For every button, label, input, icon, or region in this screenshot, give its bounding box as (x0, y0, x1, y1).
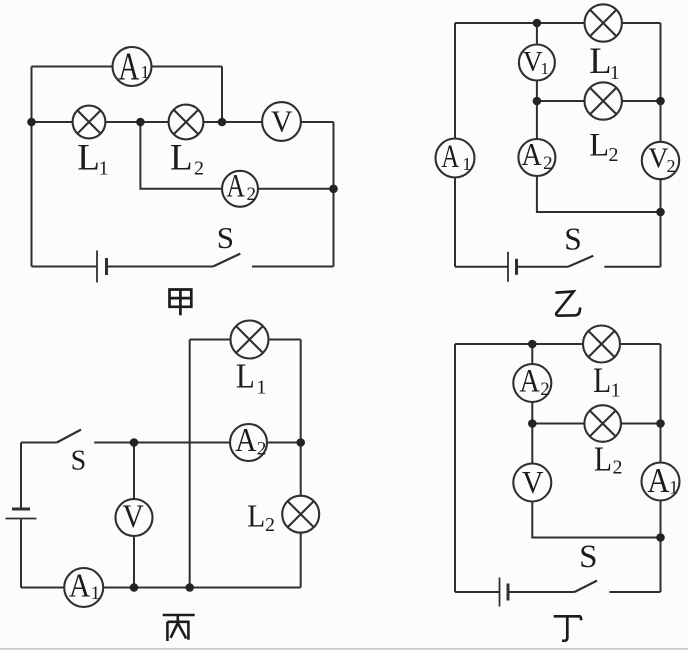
svg-text:L: L (589, 128, 609, 164)
svg-text:2: 2 (257, 439, 267, 460)
svg-text:1: 1 (99, 158, 109, 180)
svg-text:A: A (226, 168, 244, 204)
svg-text:1: 1 (611, 380, 621, 402)
svg-text:1: 1 (141, 62, 150, 82)
svg-text:1: 1 (610, 62, 620, 84)
svg-text:L: L (247, 498, 265, 534)
svg-text:S: S (564, 222, 582, 257)
svg-text:2: 2 (613, 457, 623, 479)
svg-text:L: L (589, 40, 611, 81)
svg-text:1: 1 (256, 377, 266, 399)
svg-text:L: L (77, 138, 100, 179)
svg-text:A: A (522, 136, 542, 172)
svg-text:V: V (648, 142, 668, 174)
svg-text:1: 1 (669, 479, 678, 499)
svg-text:L: L (236, 358, 255, 396)
svg-text:V: V (523, 46, 543, 78)
svg-text:1: 1 (91, 583, 101, 604)
svg-text:2: 2 (543, 153, 553, 174)
svg-text:2: 2 (194, 158, 204, 180)
svg-text:1: 1 (541, 59, 550, 78)
svg-text:2: 2 (246, 184, 256, 205)
svg-text:2: 2 (265, 514, 275, 536)
svg-text:V: V (123, 499, 145, 535)
svg-text:S: S (71, 445, 87, 476)
svg-text:A: A (441, 139, 459, 175)
svg-text:L: L (594, 440, 612, 479)
svg-text:2: 2 (667, 156, 676, 176)
svg-text:L: L (593, 360, 611, 400)
svg-text:A: A (647, 461, 670, 500)
svg-text:L: L (170, 138, 193, 179)
svg-text:V: V (271, 105, 293, 139)
svg-text:S: S (217, 220, 234, 255)
svg-text:2: 2 (540, 380, 549, 400)
svg-text:V: V (522, 465, 544, 500)
svg-text:A: A (520, 364, 540, 400)
svg-text:A: A (235, 422, 257, 459)
svg-text:1: 1 (462, 154, 471, 174)
svg-text:A: A (118, 45, 139, 88)
svg-text:S: S (579, 539, 597, 575)
svg-text:2: 2 (609, 144, 619, 166)
svg-text:A: A (69, 568, 91, 605)
